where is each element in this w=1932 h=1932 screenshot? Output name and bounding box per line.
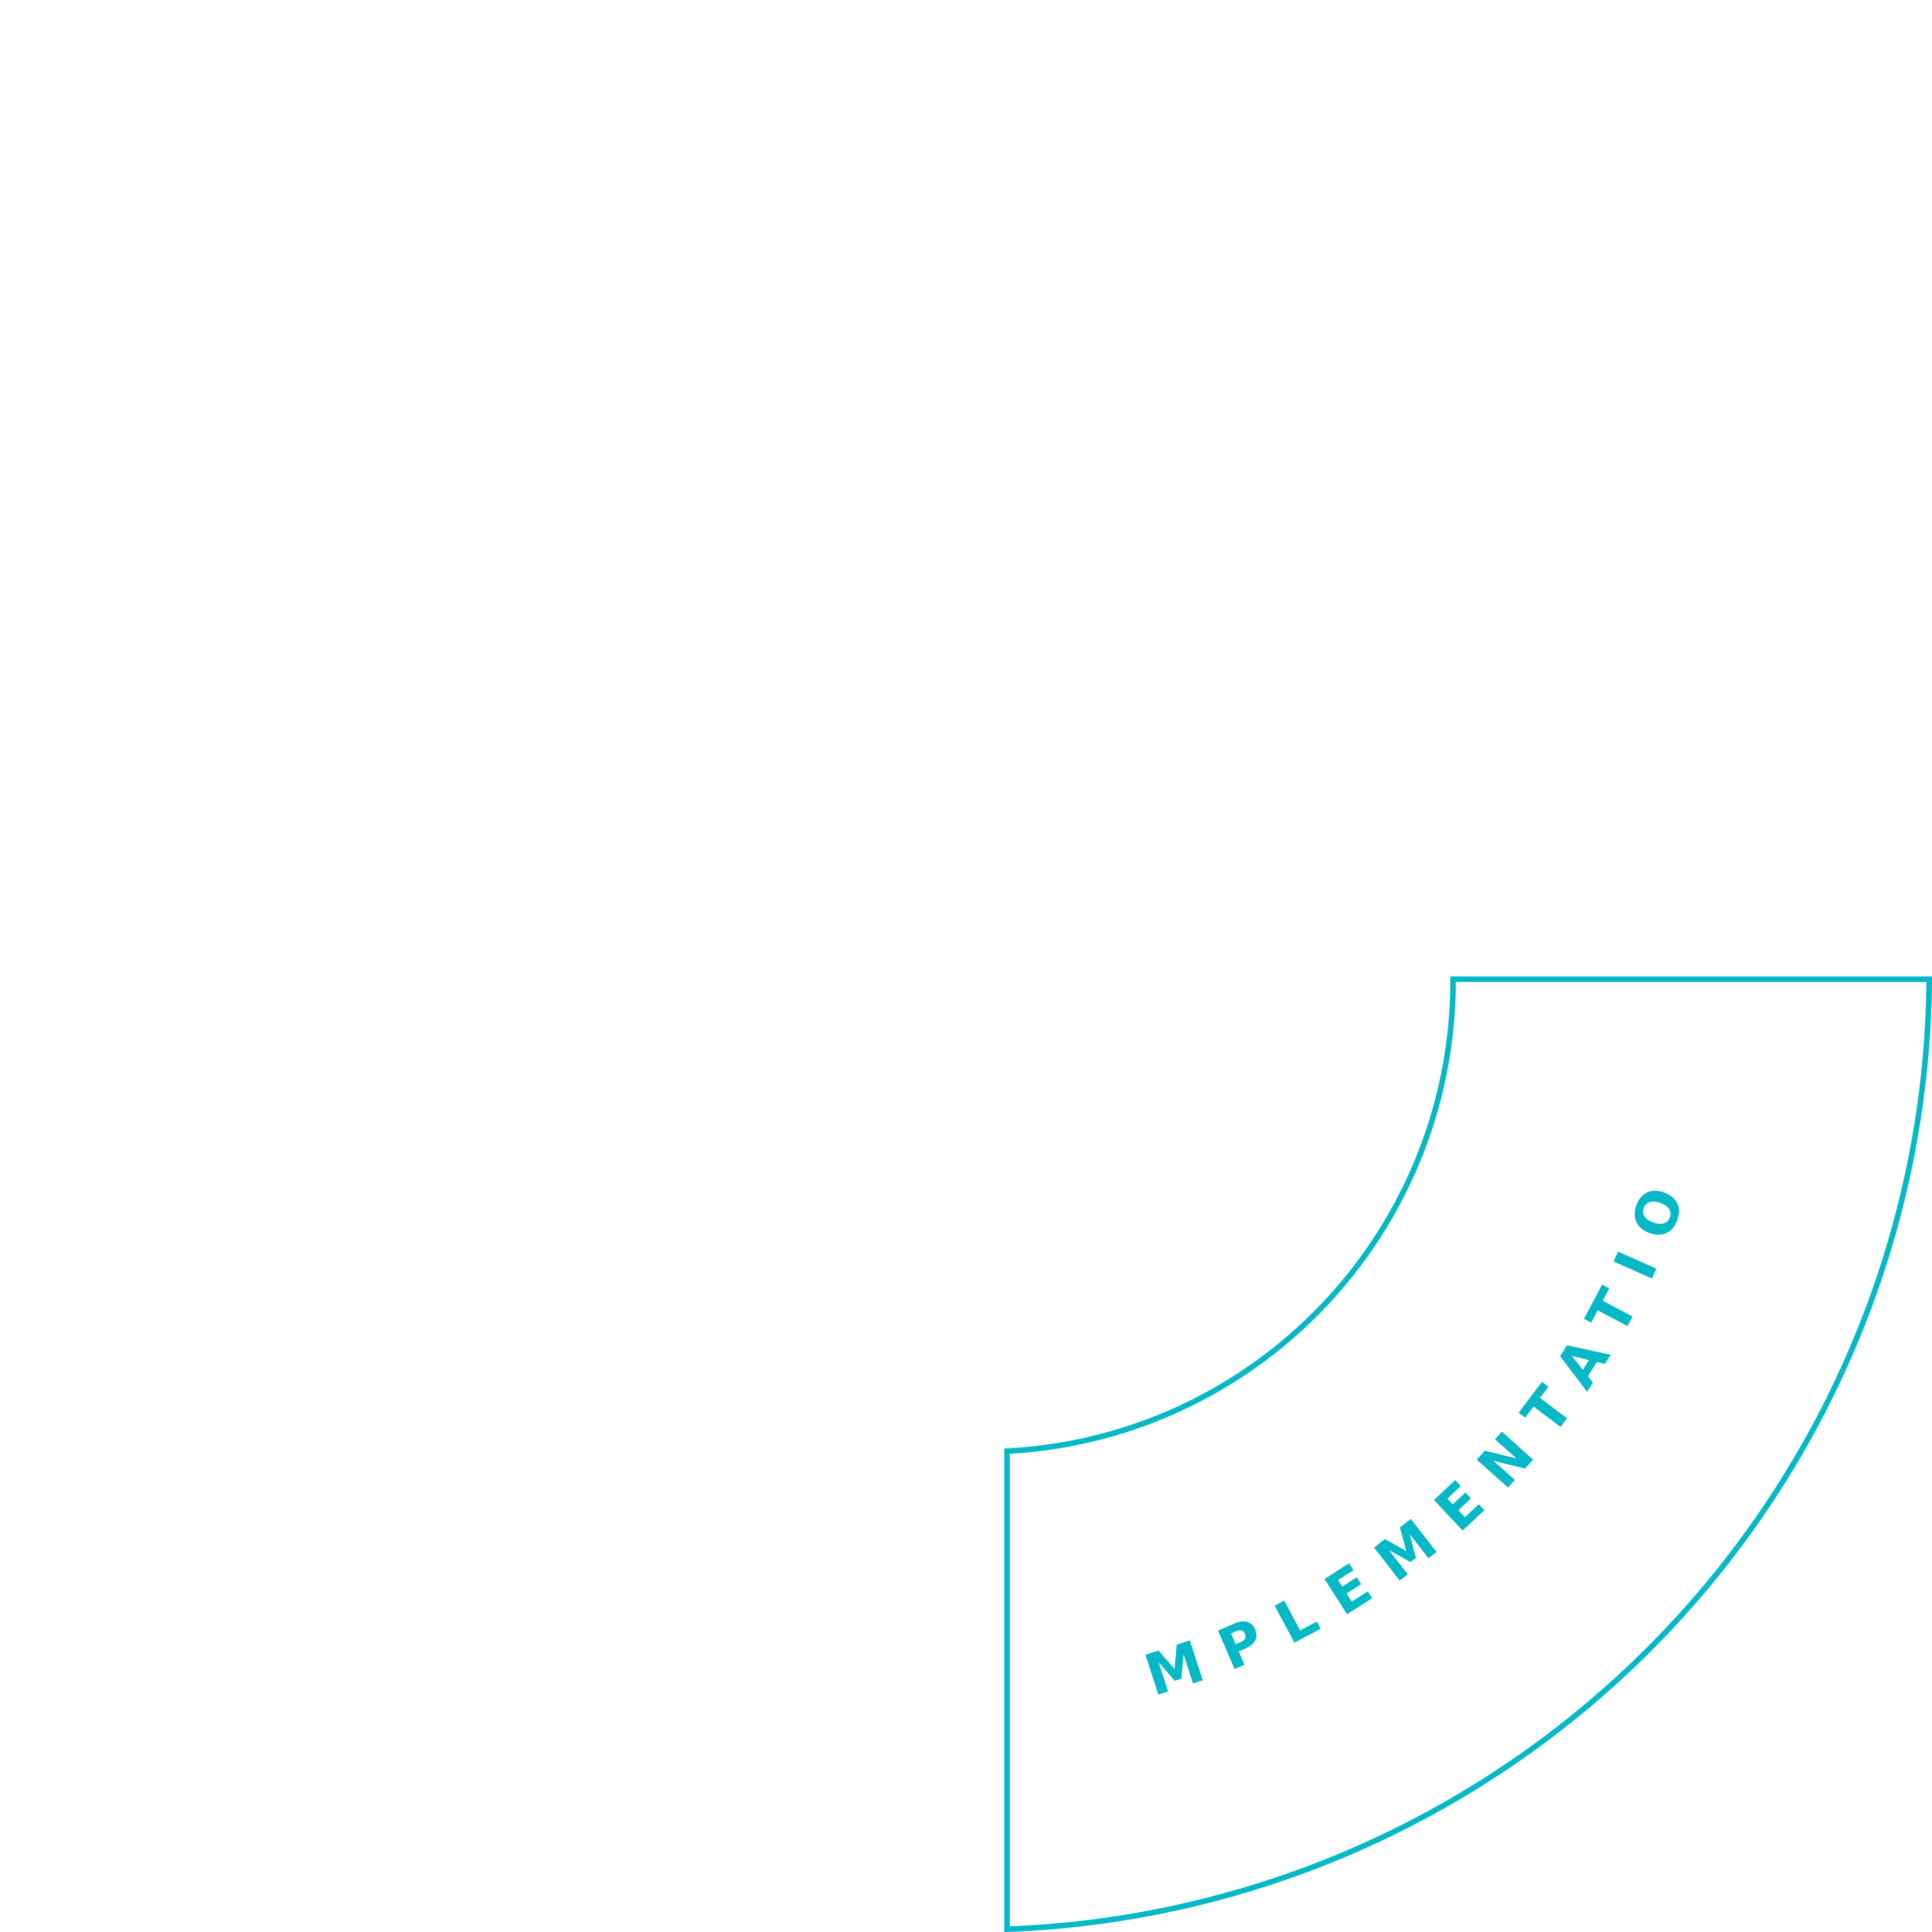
segment-label: IMPLEMENTATION <box>0 0 1683 1709</box>
segment-label-text: IMPLEMENTATION <box>0 0 1683 1709</box>
implementation-segment <box>1004 976 1932 1932</box>
